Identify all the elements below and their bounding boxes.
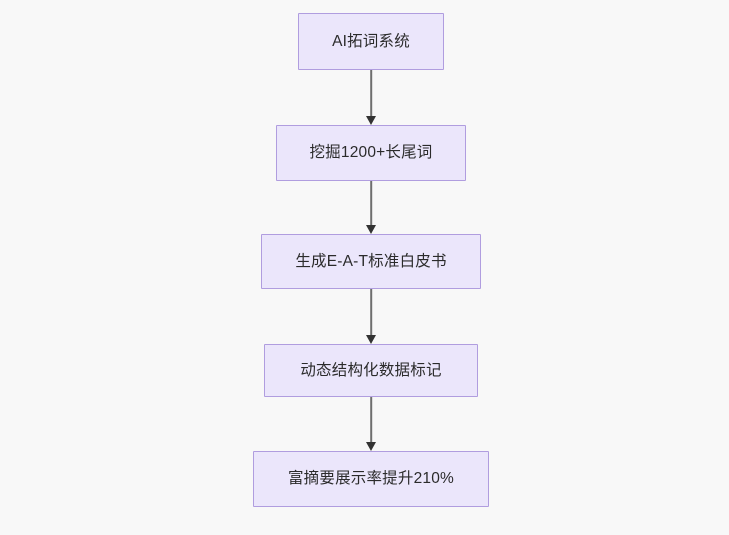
flowchart-node-n1[interactable]: AI拓词系统 — [298, 13, 444, 70]
flowchart-node-n2[interactable]: 挖掘1200+长尾词 — [276, 125, 466, 181]
flowchart-node-label: 挖掘1200+长尾词 — [309, 144, 433, 162]
edge-arrowhead-icon — [366, 442, 376, 451]
edge-arrowhead-icon — [366, 225, 376, 234]
edge-line — [370, 289, 372, 336]
edge-arrowhead-icon — [366, 116, 376, 125]
flowchart-edge-n3-n4 — [361, 289, 381, 344]
flowchart-node-label: 动态结构化数据标记 — [300, 361, 442, 379]
flowchart-edge-n4-n5 — [361, 397, 381, 451]
flowchart-node-n5[interactable]: 富摘要展示率提升210% — [253, 451, 489, 507]
edge-line — [370, 70, 372, 117]
edge-line — [370, 181, 372, 226]
edge-line — [370, 397, 372, 443]
flowchart-edge-n2-n3 — [361, 181, 381, 234]
edge-arrowhead-icon — [366, 335, 376, 344]
flowchart-node-label: AI拓词系统 — [332, 32, 410, 50]
flowchart-node-label: 富摘要展示率提升210% — [287, 470, 455, 488]
flowchart-node-n4[interactable]: 动态结构化数据标记 — [264, 344, 478, 397]
flowchart-node-n3[interactable]: 生成E-A-T标准白皮书 — [261, 234, 481, 289]
flowchart-node-label: 生成E-A-T标准白皮书 — [295, 252, 447, 270]
flowchart-edge-n1-n2 — [361, 70, 381, 125]
